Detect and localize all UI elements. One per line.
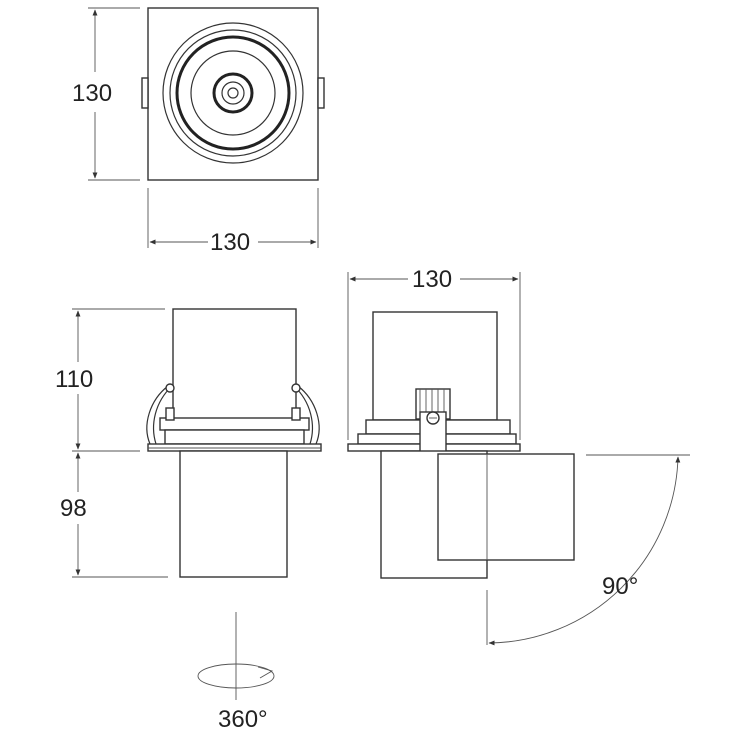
tilted-lamp-cylinder — [437, 453, 575, 561]
rotation-arrow-icon — [257, 666, 274, 679]
top-view-square-frame — [147, 7, 319, 181]
side-view: 130 90° — [347, 266, 690, 646]
body-height-label: 110 — [55, 366, 93, 393]
right-spring-pivot — [291, 383, 301, 393]
left-spring-arc — [146, 385, 169, 445]
right-screw — [291, 407, 301, 421]
reflector-ring — [190, 50, 276, 136]
rotation-ellipse — [197, 663, 275, 689]
left-clip — [141, 77, 149, 109]
tilt-arc — [488, 456, 681, 646]
left-screw — [165, 407, 175, 421]
tilt-angle-label: 90° — [602, 573, 638, 600]
lamp-cylinder — [179, 450, 288, 578]
outer-ring — [162, 22, 304, 164]
front-view: 110 98 360° — [55, 308, 322, 733]
mount-plate — [164, 429, 305, 445]
mount-bracket — [159, 417, 310, 431]
rotation-angle-label: 360° — [218, 706, 268, 733]
side-width-label: 130 — [412, 266, 452, 293]
driver-housing — [172, 308, 297, 423]
right-spring-arc — [297, 385, 320, 445]
right-clip — [317, 77, 325, 109]
trim-ring — [175, 35, 291, 151]
top-view: 130 130 — [72, 7, 325, 256]
lower-height-label: 98 — [60, 495, 87, 522]
bezel-ring — [169, 29, 297, 157]
led-center — [227, 87, 239, 99]
top-width-label: 130 — [210, 229, 250, 256]
spring-coils — [419, 389, 445, 419]
lens-inner-ring — [221, 81, 245, 105]
trim-flange — [147, 443, 322, 452]
lens-ring — [212, 72, 254, 114]
top-height-label: 130 — [72, 80, 112, 107]
left-spring-pivot — [165, 383, 175, 393]
